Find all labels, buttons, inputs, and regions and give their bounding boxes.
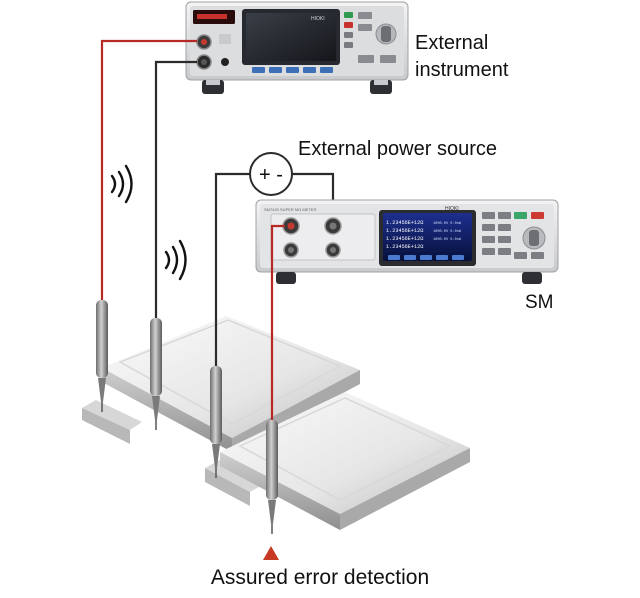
function-button[interactable] [344,32,353,38]
probe-3 [210,366,222,478]
external-instrument-label-line2: instrument [415,59,509,81]
wireless-signal-1 [110,164,133,204]
sm-brand-text: HIOKI [445,206,459,212]
external-power-source-label: External power source [298,138,497,160]
power-source-wiring: + - [214,152,335,366]
sm-reading-right-1: 1000.0V 0.0nA [433,222,462,226]
probe-4 [266,420,278,534]
enter-button[interactable] [358,55,374,63]
sm-readings: 1.23456E+12Ω 1.23456E+12Ω 1.23456E+12Ω 1… [386,220,423,250]
sm-keypad[interactable] [482,212,546,259]
sm-reading-right-2: 1000.0V 0.0nA [433,230,462,234]
power-source-symbol [249,152,293,196]
menu-button-2[interactable] [358,24,372,31]
function-button-2[interactable] [344,42,353,48]
start-button[interactable] [344,12,353,18]
sm-reading-2: 1.23456E+12Ω [386,228,423,234]
soft-keys[interactable] [252,67,333,73]
probe-2 [150,318,162,430]
sm-foot-left [276,272,296,284]
sm-reading-3: 1.23456E+12Ω [386,236,423,242]
stop-button[interactable] [344,22,353,28]
sm-label: SM [525,292,554,313]
instrument-screen [246,13,336,61]
caption-assured-error-detection: Assured error detection [210,566,430,589]
external-instrument-label-line1: External [415,32,489,54]
sm-readings-right: 1000.0V 0.0nA 1000.0V 0.0nA 1000.0V 0.0n… [433,222,462,242]
sm-reading-right-3: 1000.0V 0.0nA [433,238,462,242]
sm-meter-device: SM7420 SUPER MΩ METER HIOKI 1.23456E+12Ω… [255,199,559,284]
sm-reading-1: 1.23456E+12Ω [386,220,423,226]
esc-button[interactable] [380,55,396,63]
error-marker-triangle [263,546,279,560]
battery-cell-right [205,392,470,530]
power-source-polarity: + - [259,164,283,186]
lead-wires [100,39,285,420]
probe-1 [96,300,108,412]
sm-soft-keys[interactable] [388,255,464,260]
sm-red-lead-wire [270,224,285,420]
sm-reading-4: 1.23456E+12Ω [386,244,423,250]
menu-button[interactable] [358,12,372,19]
battery-cell-left [82,316,360,452]
wireless-signal-2 [164,239,187,281]
sm-model-text: SM7420 SUPER MΩ METER [264,207,316,212]
external-instrument-label: External instrument [415,30,508,84]
sm-foot-right [522,272,542,284]
black-lead-wire [154,60,197,318]
red-lead-wire [100,39,197,300]
top-brand-text: HIOKI [311,16,325,22]
external-instrument-device: HIOKI [185,1,409,94]
sm-screen [383,213,472,261]
aux-terminal [221,58,229,66]
